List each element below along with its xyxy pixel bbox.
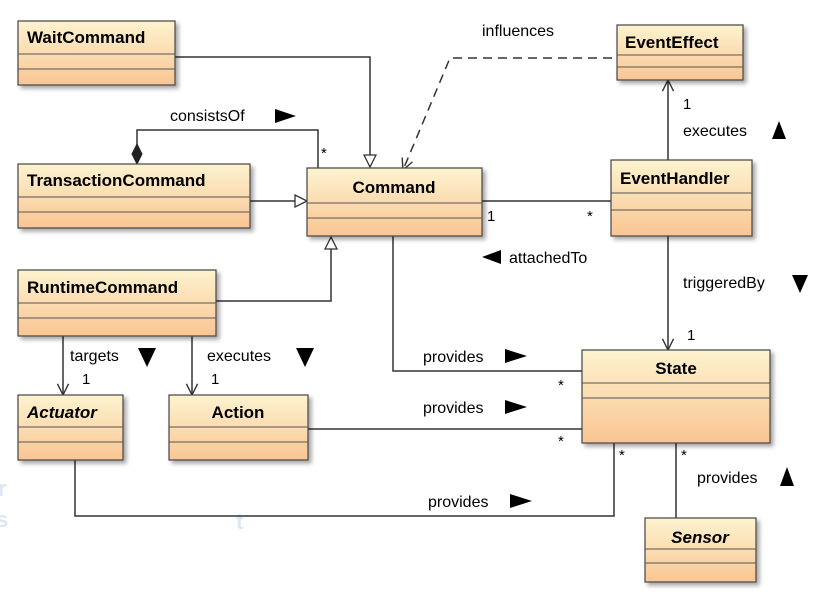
- edge-waitcommand-generalization: [175, 56, 370, 167]
- label-triggeredby: triggeredBy: [683, 275, 765, 292]
- direction-up-icon: [772, 121, 786, 139]
- class-name: State: [655, 359, 697, 378]
- multiplicity: *: [587, 208, 593, 225]
- class-name: Actuator: [26, 403, 98, 422]
- class-name: EventEffect: [625, 33, 719, 52]
- class-name: Sensor: [671, 528, 730, 547]
- edge-consistsof: [136, 129, 319, 168]
- class-action[interactable]: Action: [168, 394, 309, 461]
- label-attachedto: attachedTo: [509, 250, 587, 267]
- multiplicity: 1: [683, 96, 691, 113]
- multiplicity: 1: [82, 371, 90, 388]
- class-command[interactable]: Command: [306, 167, 483, 237]
- direction-right-icon: [505, 400, 527, 414]
- class-name: Action: [212, 403, 265, 422]
- label-provides-action: provides: [423, 400, 483, 417]
- label-executes-effect: executes: [683, 123, 747, 140]
- label-executes-action: executes: [207, 348, 271, 365]
- class-eventhandler[interactable]: EventHandler: [610, 159, 753, 237]
- edge-provides-command: [392, 236, 582, 372]
- direction-right-icon: [275, 109, 296, 123]
- direction-left-icon: [482, 250, 501, 264]
- edge-provides-actuator: [74, 443, 615, 517]
- multiplicity: *: [321, 145, 327, 162]
- class-name: Command: [352, 178, 435, 197]
- class-sensor[interactable]: Sensor: [644, 517, 757, 583]
- direction-right-icon: [505, 349, 527, 363]
- label-provides-actuator: provides: [428, 494, 488, 511]
- multiplicity: 1: [687, 327, 695, 344]
- class-name: TransactionCommand: [27, 171, 206, 190]
- multiplicity: *: [558, 433, 564, 450]
- multiplicity: *: [619, 447, 625, 464]
- class-name: RuntimeCommand: [27, 278, 178, 297]
- label-consistsof: consistsOf: [170, 108, 245, 125]
- class-waitcommand[interactable]: WaitCommand: [17, 20, 176, 86]
- direction-up-icon: [780, 467, 794, 486]
- class-state[interactable]: State: [581, 349, 771, 444]
- class-eventeffect[interactable]: EventEffect: [616, 24, 744, 81]
- edge-influences: [403, 57, 612, 170]
- label-influences: influences: [482, 23, 554, 40]
- direction-down-icon: [296, 348, 314, 367]
- class-actuator[interactable]: Actuator: [17, 394, 124, 461]
- label-targets: targets: [70, 348, 119, 365]
- ghost-mark: r: [0, 476, 7, 501]
- label-provides-command: provides: [423, 349, 483, 366]
- edge-runtimecommand-generalization: [216, 237, 331, 302]
- class-transactioncommand[interactable]: TransactionCommand: [17, 163, 251, 229]
- ghost-mark: s: [0, 507, 8, 532]
- class-runtimecommand[interactable]: RuntimeCommand: [17, 269, 217, 337]
- class-name: WaitCommand: [27, 28, 145, 47]
- label-provides-sensor: provides: [697, 470, 757, 487]
- multiplicity: *: [558, 377, 564, 394]
- direction-right-icon: [510, 494, 532, 508]
- direction-down-icon: [792, 275, 808, 293]
- class-name: EventHandler: [620, 169, 730, 188]
- multiplicity: *: [681, 447, 687, 464]
- direction-down-icon: [138, 348, 156, 367]
- multiplicity: 1: [211, 371, 219, 388]
- composition-diamond: [131, 142, 143, 166]
- multiplicity: 1: [487, 208, 495, 225]
- ghost-mark: t: [236, 509, 244, 534]
